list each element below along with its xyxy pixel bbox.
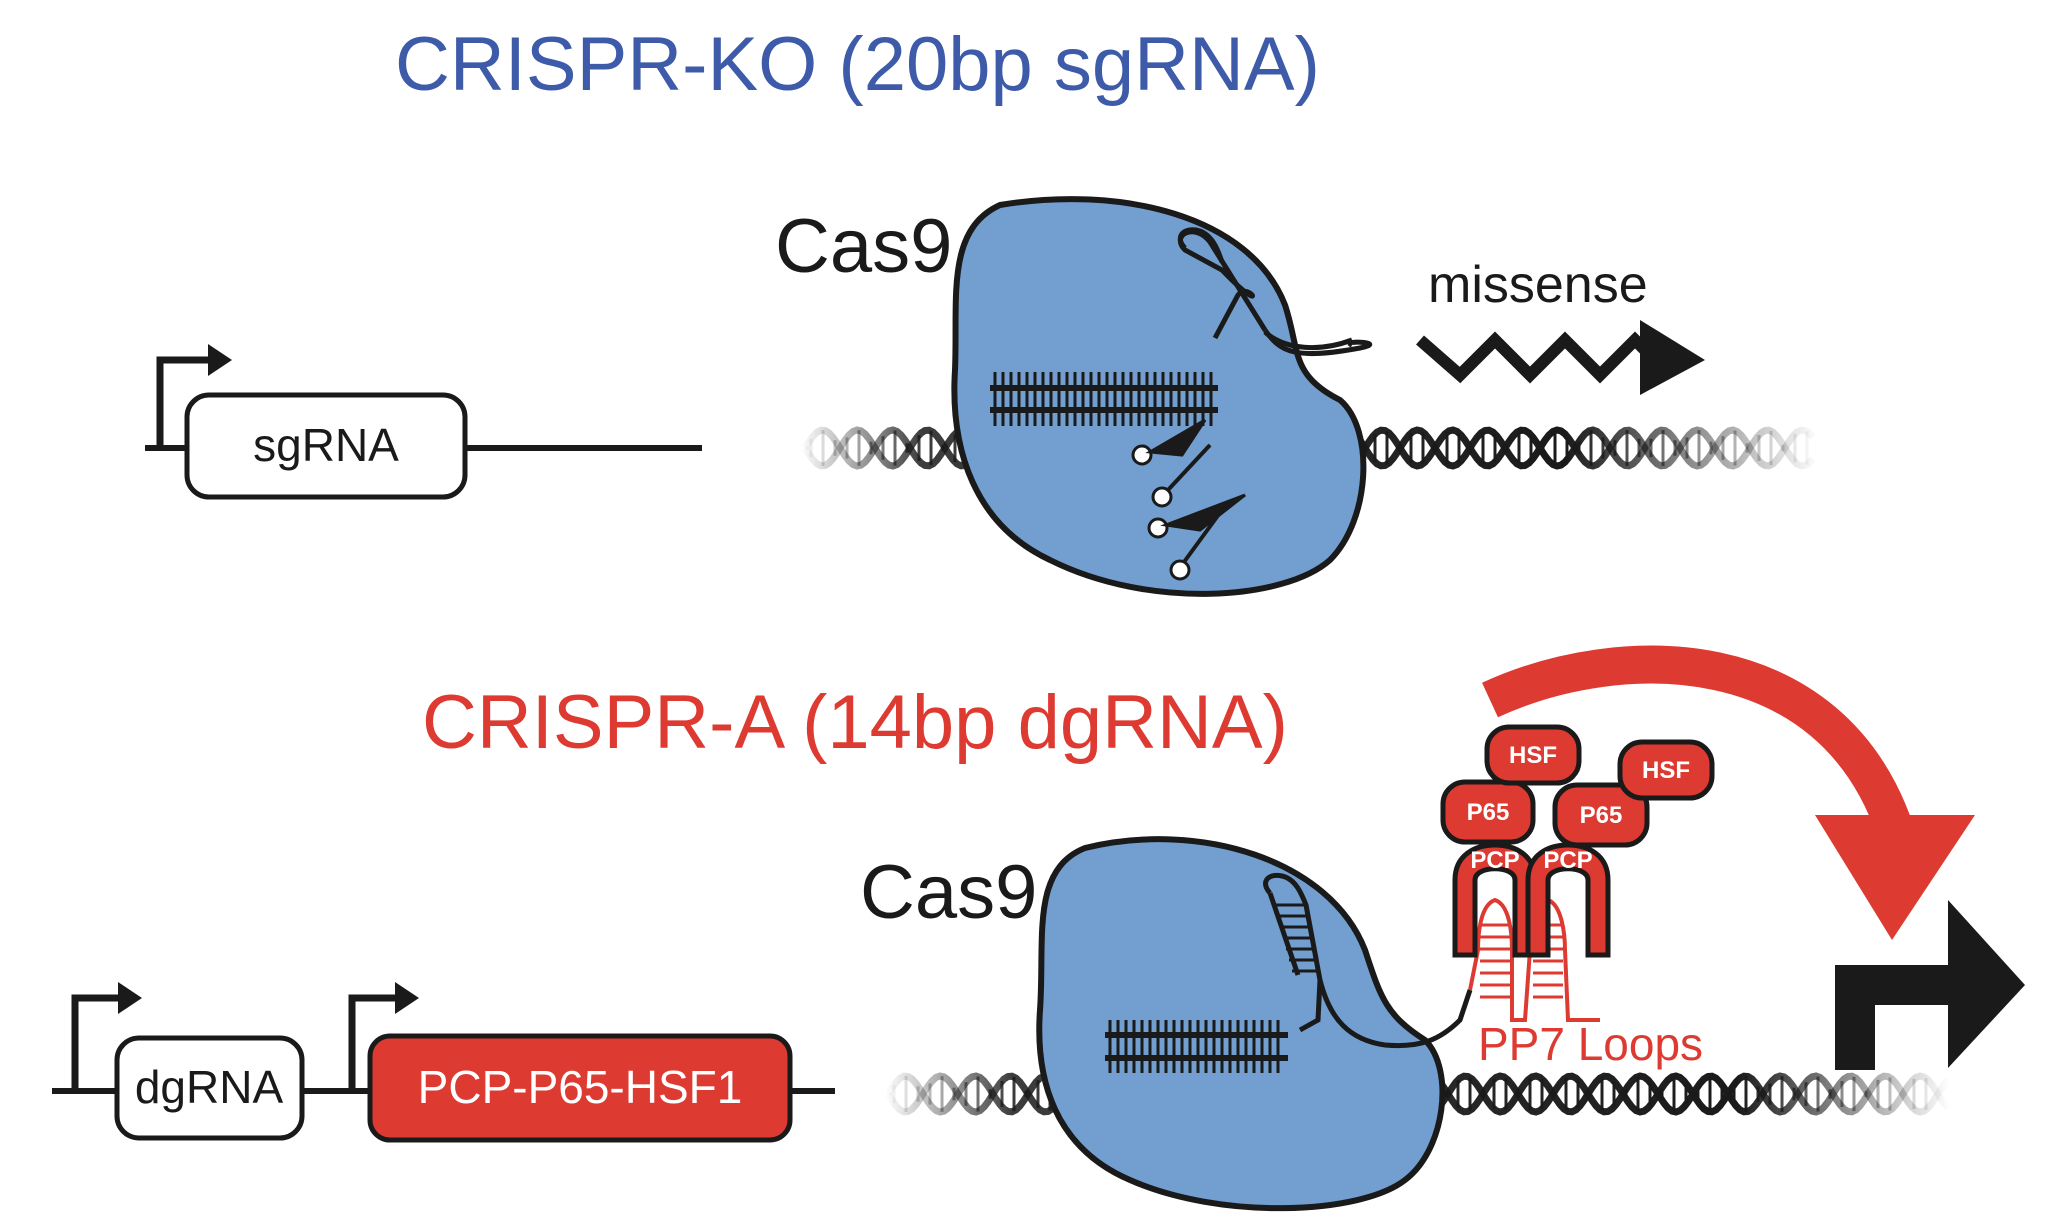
- svg-text:PCP: PCP: [1543, 847, 1592, 874]
- promoter-arrowhead-icon: [395, 982, 419, 1014]
- zigzag-arrow-icon: [1416, 320, 1705, 395]
- promoter-arrow-icon: [348, 994, 397, 1091]
- a-title: CRISPR-A (14bp dgRNA): [422, 680, 1288, 765]
- promoter-arrowhead-icon: [118, 982, 142, 1014]
- pp7-loops: [1468, 897, 1600, 1022]
- svg-text:HSF: HSF: [1509, 742, 1557, 769]
- pcp-p65-hsf1-box: [367, 1033, 793, 1143]
- promoter-arrow-icon: [71, 994, 120, 1091]
- cas9-protein: [951, 196, 1367, 597]
- sgrna-label: sgRNA: [253, 419, 399, 471]
- p65-protein: P65: [1552, 782, 1650, 848]
- dgrna-label: dgRNA: [135, 1061, 284, 1113]
- guide-dna-duplex: [990, 372, 1218, 426]
- pp7-loops-label: PP7 Loops: [1478, 1018, 1703, 1070]
- svg-text:P65: P65: [1467, 799, 1510, 826]
- sgrna-construct: sgRNA: [145, 344, 702, 500]
- hsf-protein: HSF: [1617, 739, 1715, 801]
- activation-curved-arrow-icon: [1482, 645, 1975, 940]
- scissors-icon: [1131, 418, 1212, 508]
- missense-label: missense: [1428, 256, 1648, 314]
- dgrna-box: [114, 1035, 305, 1141]
- transcription-start-arrow-icon: [1835, 900, 2025, 1070]
- sgrna-box: [184, 392, 468, 500]
- hsf-protein: HSF: [1484, 724, 1582, 786]
- scissors-icon: [1147, 493, 1246, 581]
- cas9-protein: [1036, 836, 1446, 1212]
- dgrna-stem: [1274, 903, 1316, 973]
- activator-construct: dgRNA PCP-P65-HSF1: [52, 982, 835, 1143]
- ko-title: CRISPR-KO (20bp sgRNA): [395, 22, 1320, 107]
- promoter-arrowhead-icon: [208, 344, 232, 376]
- svg-text:HSF: HSF: [1642, 757, 1690, 784]
- cas9-label-bottom: Cas9: [860, 850, 1037, 935]
- cas9-label-top: Cas9: [775, 204, 952, 289]
- pcp-protein: PCP: [1525, 842, 1611, 958]
- svg-text:P65: P65: [1580, 802, 1623, 829]
- promoter-arrow-icon: [156, 356, 210, 448]
- guide-dna-duplex: [1105, 1020, 1288, 1073]
- p65-protein: P65: [1440, 779, 1536, 845]
- svg-text:PCP: PCP: [1470, 847, 1519, 874]
- sgrna-stem: [1177, 227, 1225, 263]
- pcp-p65-hsf1-label: PCP-P65-HSF1: [418, 1061, 743, 1113]
